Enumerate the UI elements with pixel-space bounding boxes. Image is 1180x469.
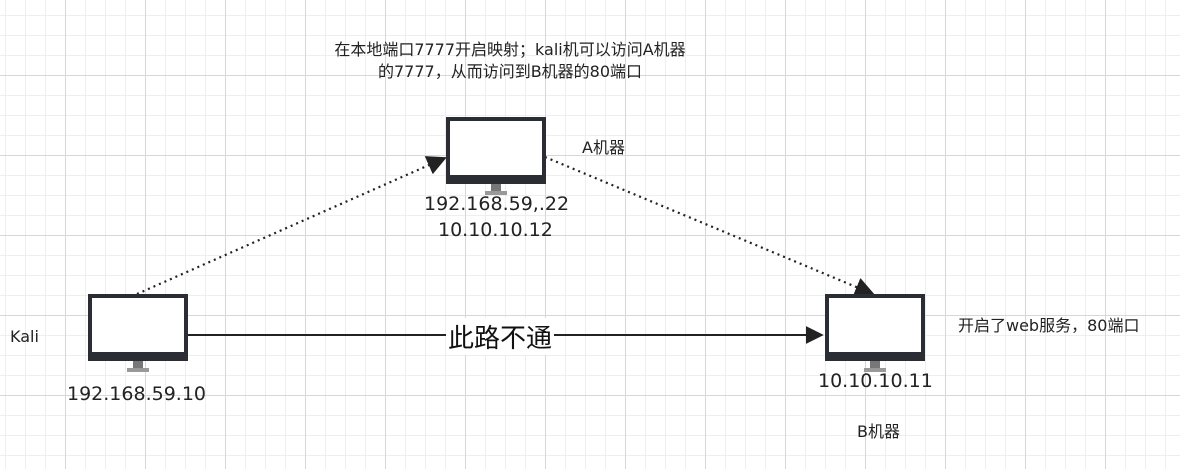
dotted-arrow-kali-to-a (136, 156, 447, 296)
top-note-line1: 在本地端口7777开启映射；kali机可以访问A机器 (334, 40, 686, 59)
kali-name: Kali (10, 327, 39, 346)
machine-b-note: 开启了web服务，80端口 (958, 316, 1140, 335)
kali-ip: 192.168.59.10 (67, 383, 207, 405)
blocked-path-label: 此路不通 (446, 318, 555, 355)
monitor-icon (825, 294, 925, 372)
machine-a-ip2: 10.10.10.12 (438, 219, 553, 241)
top-note-line2: 的7777，从而访问到B机器的80端口 (377, 62, 643, 81)
machine-a-name: A机器 (582, 138, 625, 157)
monitor-icon (446, 117, 546, 195)
top-note: 在本地端口7777开启映射；kali机可以访问A机器 的7777，从而访问到B机… (300, 39, 720, 83)
machine-a-ip1: 192.168.59,.22 (424, 193, 570, 215)
machine-b-name: B机器 (857, 422, 900, 441)
monitor-icon (88, 294, 188, 372)
machine-b-ip: 10.10.10.11 (818, 370, 933, 392)
dotted-arrow-a-to-b (544, 155, 875, 297)
